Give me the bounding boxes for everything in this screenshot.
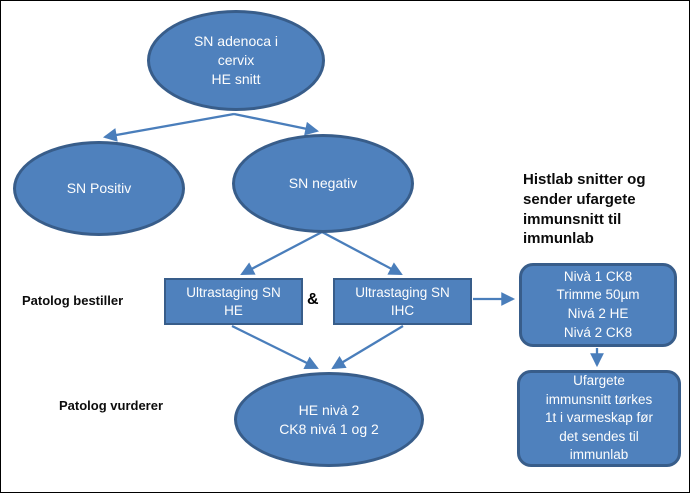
- node-sn-negativ-label: SN negativ: [288, 175, 358, 192]
- node-he-niva: HE nivà 2 CK8 nivá 1 og 2: [234, 372, 424, 467]
- node-sn-adenoca-cervix-label: SN adenoca i cervix HE snitt: [193, 33, 279, 87]
- node-sn-negativ: SN negativ: [232, 134, 414, 233]
- arrow-ihc-to-ellipse: [331, 325, 404, 370]
- node-he-niva-label: HE nivà 2 CK8 nivá 1 og 2: [279, 401, 379, 437]
- label-patolog-bestiller: Patolog bestiller: [22, 293, 124, 308]
- arrow-he-to-ellipse: [231, 324, 319, 370]
- node-ufargete-steps: Ufargete immunsnitt tørkes 1t i varmeska…: [517, 370, 681, 467]
- node-sn-positiv-label: SN Positiv: [66, 180, 132, 197]
- node-ufargete-steps-label: Ufargete immunsnitt tørkes 1t i varmeska…: [544, 372, 654, 463]
- note-histlab: Histlab snitter og sender ufargete immun…: [523, 171, 646, 248]
- node-ultrastaging-sn-ihc: Ultrastaging SN IHC: [333, 278, 472, 325]
- arrow-top-to-negativ: [233, 112, 320, 136]
- node-sn-adenoca-cervix: SN adenoca i cervix HE snitt: [147, 10, 325, 111]
- node-ultrastaging-sn-ihc-label: Ultrastaging SN IHC: [355, 284, 450, 318]
- arrow-negativ-to-he: [240, 230, 323, 276]
- node-ultrastaging-sn-he: Ultrastaging SN HE: [164, 278, 303, 325]
- arrow-negativ-to-ihc: [321, 230, 403, 276]
- node-niva-steps-label: Nivà 1 CK8 Trimme 50µm Nivá 2 HE Nivá 2 …: [556, 268, 640, 340]
- label-patolog-vurderer: Patolog vurderer: [59, 398, 164, 413]
- node-ultrastaging-sn-he-label: Ultrastaging SN HE: [186, 284, 281, 318]
- label-ampersand: &: [307, 291, 319, 308]
- node-sn-positiv: SN Positiv: [13, 141, 185, 236]
- node-niva-steps: Nivà 1 CK8 Trimme 50µm Nivá 2 HE Nivá 2 …: [519, 263, 677, 347]
- arrow-top-to-positiv: [102, 112, 235, 142]
